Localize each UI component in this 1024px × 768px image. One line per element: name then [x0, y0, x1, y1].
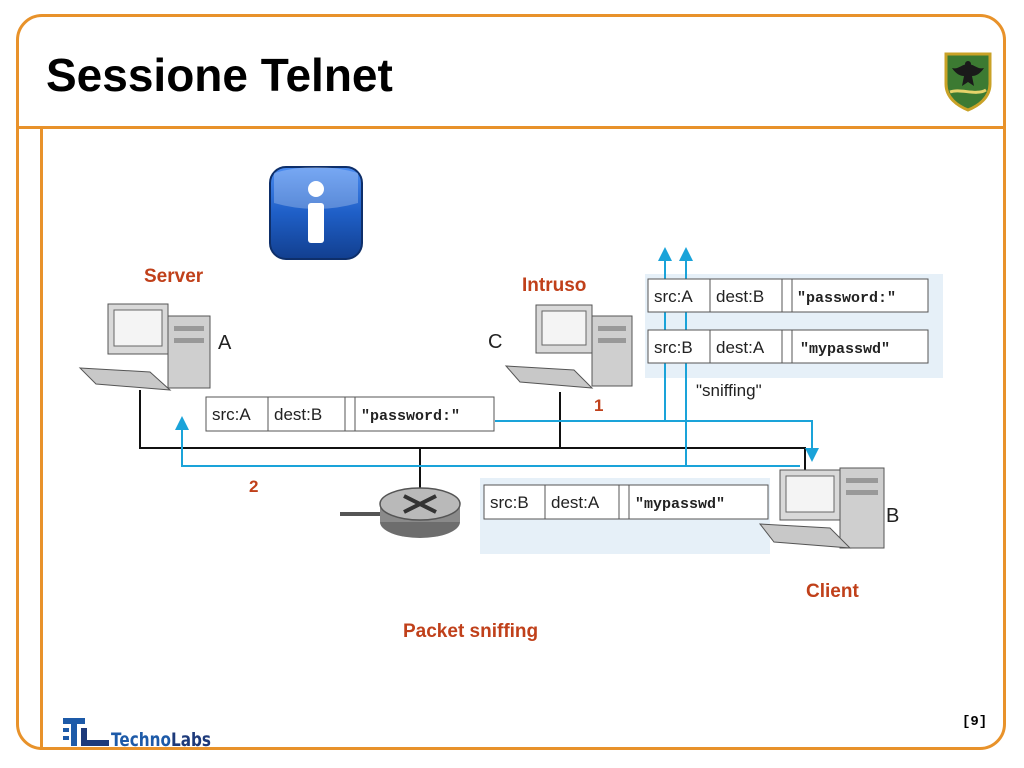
server-label: Server [144, 266, 204, 287]
node-label-b: B [886, 505, 899, 527]
arrowheads [175, 247, 819, 462]
step-2-label: 2 [249, 477, 259, 496]
page-number: [9] [962, 714, 988, 730]
packet-dest: dest:A [551, 493, 600, 512]
info-icon [269, 166, 363, 260]
svg-text:TechnoLabs: TechnoLabs [111, 729, 211, 750]
packet-b-to-a: src:B dest:A "mypasswd" [483, 484, 769, 520]
logo-techno: Techno [111, 729, 171, 750]
packet-payload: "mypasswd" [800, 341, 890, 358]
client-computer-icon [758, 467, 885, 549]
client-label: Client [806, 581, 859, 602]
packet-payload: "mypasswd" [635, 496, 725, 513]
packet-src: src:A [212, 405, 251, 424]
packet-src: src:A [654, 287, 693, 306]
step-1-label: 1 [594, 396, 604, 415]
intruder-label: Intruso [522, 275, 587, 296]
packet-a-to-b: src:A dest:B "password:" [205, 396, 495, 432]
packet-src: src:B [654, 338, 693, 357]
packet-dest: dest:B [274, 405, 322, 424]
sniffed-packet-2: src:B dest:A "mypasswd" [647, 329, 929, 364]
packet-dest: dest:A [716, 338, 765, 357]
node-label-c: C [488, 331, 502, 353]
intruder-computer-icon [504, 304, 633, 389]
server-computer-icon [78, 303, 211, 391]
slide-title: Sessione Telnet [46, 49, 393, 101]
technolabs-logo: TechnoLabs [63, 718, 211, 750]
sniffing-label: "sniffing" [696, 381, 762, 400]
packet-payload: "password:" [797, 290, 896, 307]
crest-icon [944, 52, 992, 112]
left-divider [40, 126, 43, 750]
node-label-a: A [218, 332, 232, 354]
caption-label: Packet sniffing [403, 621, 539, 642]
router-icon [340, 487, 461, 538]
packet-src: src:B [490, 493, 529, 512]
packet-payload: "password:" [361, 408, 460, 425]
title-divider [16, 126, 1006, 129]
sniffed-packet-1: src:A dest:B "password:" [647, 278, 929, 313]
packet-dest: dest:B [716, 287, 764, 306]
slide-frame [16, 14, 1006, 750]
logo-labs: Labs [171, 729, 211, 750]
